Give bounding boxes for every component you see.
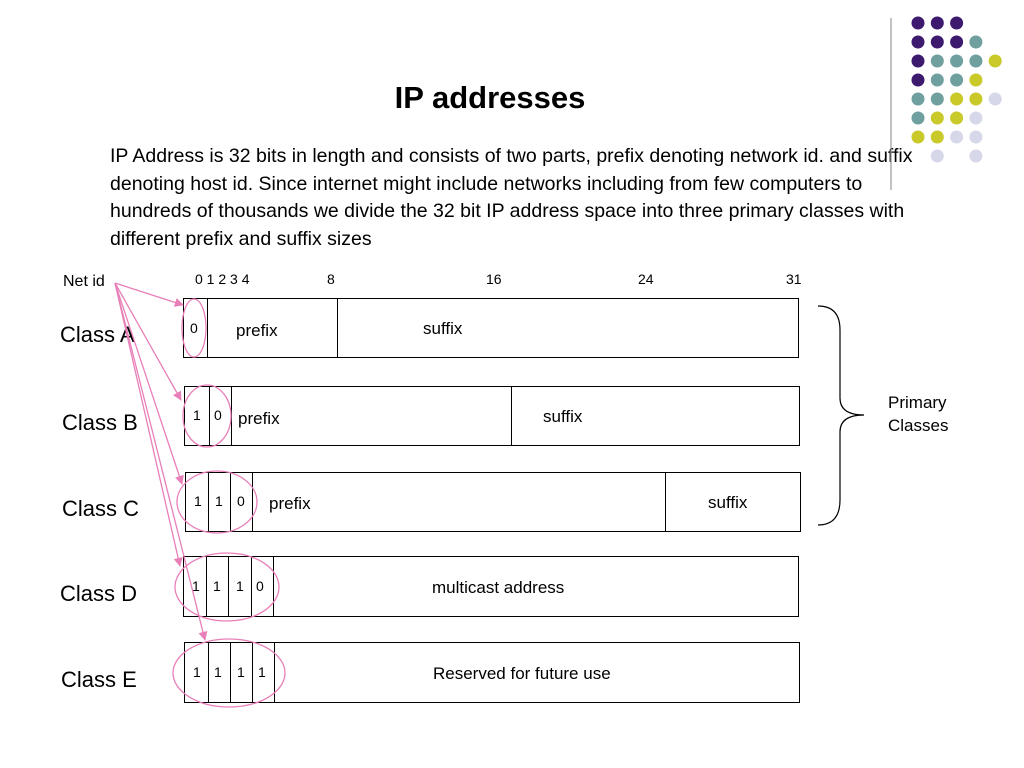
class-b-prefix: prefix bbox=[238, 409, 280, 428]
class-d-row: 1 1 1 0 multicast address bbox=[183, 556, 799, 617]
class-d-label: Class D bbox=[60, 581, 138, 606]
class-c-label: Class C bbox=[62, 496, 140, 521]
decorative-dot bbox=[930, 35, 944, 49]
class-d-bit-0: 1 bbox=[192, 578, 200, 594]
class-c-row: 1 1 0 prefix suffix bbox=[185, 472, 801, 532]
decorative-dot bbox=[950, 92, 964, 106]
arrow-to-class-b bbox=[114, 282, 182, 401]
decorative-dot bbox=[969, 130, 983, 144]
decorative-dot bbox=[911, 16, 925, 30]
class-a-suffix: suffix bbox=[423, 319, 463, 338]
bit-position-24: 24 bbox=[638, 271, 654, 287]
decorative-dot bbox=[950, 35, 964, 49]
class-e-field: Reserved for future use bbox=[433, 664, 611, 683]
decorative-dot bbox=[930, 16, 944, 30]
class-e-netid-ellipse bbox=[172, 638, 286, 708]
class-c-bit-0: 1 bbox=[194, 493, 202, 509]
decorative-dot bbox=[930, 54, 944, 68]
decorative-dot bbox=[950, 130, 964, 144]
class-d-bit-2: 1 bbox=[236, 578, 244, 594]
class-c-bit-2: 0 bbox=[237, 493, 245, 509]
class-c-suffix: suffix bbox=[708, 493, 748, 512]
class-a-bit-0: 0 bbox=[190, 320, 198, 336]
class-b-bit-1: 0 bbox=[214, 407, 222, 423]
class-c-prefix: prefix bbox=[269, 494, 311, 513]
class-a-label: Class A bbox=[60, 322, 135, 347]
class-e-bit-2: 1 bbox=[237, 664, 245, 680]
decorative-dot bbox=[969, 149, 983, 163]
page-title: IP addresses bbox=[394, 80, 586, 115]
class-b-suffix: suffix bbox=[543, 407, 583, 426]
decorative-dot bbox=[950, 73, 964, 87]
bit-position-0-4: 0 1 2 3 4 bbox=[195, 271, 250, 287]
decorative-dot bbox=[950, 16, 964, 30]
class-d-bit-1: 1 bbox=[213, 578, 221, 594]
class-e-row: 1 1 1 1 Reserved for future use bbox=[184, 642, 800, 703]
decorative-dot bbox=[950, 54, 964, 68]
decorative-dot bbox=[950, 111, 964, 125]
decorative-dot bbox=[930, 111, 944, 125]
decorative-dot bbox=[911, 35, 925, 49]
class-d-bit-3: 0 bbox=[256, 578, 264, 594]
arrow-to-class-a bbox=[114, 282, 184, 307]
bit-position-8: 8 bbox=[327, 271, 335, 287]
decorative-dot bbox=[911, 130, 925, 144]
primary-classes-brace bbox=[817, 305, 865, 526]
decorative-dot bbox=[911, 73, 925, 87]
class-d-field: multicast address bbox=[432, 578, 565, 597]
class-b-netid-ellipse bbox=[182, 384, 232, 448]
decorative-dot bbox=[969, 35, 983, 49]
decorative-dot bbox=[930, 92, 944, 106]
class-c-bit-1: 1 bbox=[215, 493, 223, 509]
primary-classes-label: Primary Classes bbox=[888, 393, 949, 435]
bit-position-16: 16 bbox=[486, 271, 502, 287]
decorative-dot bbox=[911, 92, 925, 106]
decorative-dot bbox=[969, 111, 983, 125]
class-e-bit-1: 1 bbox=[214, 664, 222, 680]
net-id-label: Net id bbox=[63, 273, 105, 290]
class-d-netid-ellipse bbox=[174, 552, 280, 622]
decorative-dot bbox=[930, 73, 944, 87]
decorative-dot bbox=[988, 92, 1002, 106]
decorative-dot bbox=[988, 54, 1002, 68]
decorative-dot bbox=[969, 92, 983, 106]
arrow-to-class-c bbox=[114, 282, 184, 485]
class-b-label: Class B bbox=[62, 410, 138, 435]
decorative-dot bbox=[930, 130, 944, 144]
class-b-bit-0: 1 bbox=[193, 407, 201, 423]
class-a-netid-ellipse bbox=[181, 298, 207, 358]
class-b-row: 1 0 prefix suffix bbox=[184, 386, 800, 446]
bit-position-31: 31 bbox=[786, 271, 802, 287]
intro-paragraph: IP Address is 32 bits in length and cons… bbox=[110, 145, 913, 250]
class-e-label: Class E bbox=[61, 667, 137, 692]
decorative-dot-grid bbox=[911, 16, 1002, 163]
decorative-dot bbox=[911, 111, 925, 125]
decorative-dot bbox=[930, 149, 944, 163]
class-a-prefix: prefix bbox=[236, 321, 278, 340]
class-c-netid-ellipse bbox=[176, 470, 258, 534]
decorative-dot bbox=[911, 54, 925, 68]
arrow-to-class-d bbox=[114, 282, 183, 567]
class-e-bit-0: 1 bbox=[193, 664, 201, 680]
class-a-row: 0 prefix suffix bbox=[183, 298, 799, 358]
decorative-dot bbox=[969, 54, 983, 68]
arrow-to-class-e bbox=[114, 282, 208, 641]
class-e-bit-3: 1 bbox=[258, 664, 266, 680]
decorative-dot bbox=[969, 73, 983, 87]
